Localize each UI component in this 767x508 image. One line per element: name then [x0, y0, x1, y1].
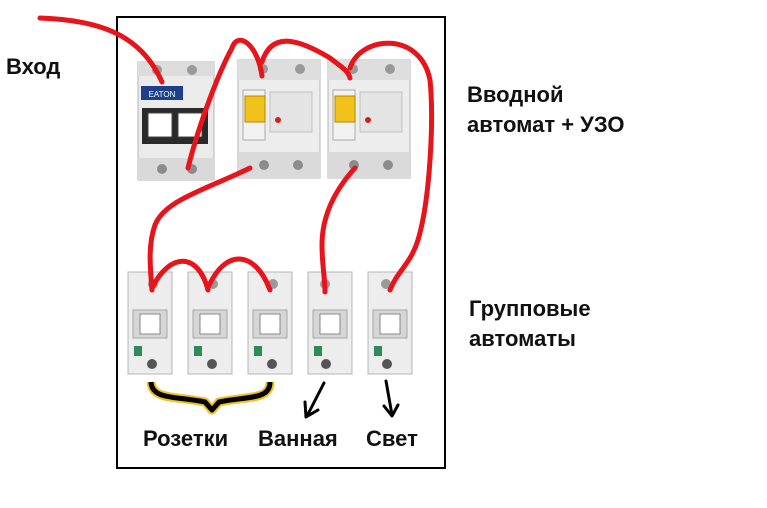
- group-breakers-label-line2: автоматы: [469, 326, 576, 351]
- group-breakers-label-line1: Групповые: [469, 296, 591, 321]
- wire-rcbo1-to-sockets: [147, 165, 253, 293]
- wire-socket-jumper-2: [205, 256, 273, 293]
- main-device-label-line2: автомат + УЗО: [467, 112, 625, 137]
- wire-rcbo1-to-rcbo2: [259, 38, 353, 81]
- wire-input: [37, 15, 165, 85]
- wire-rcbo2-to-bath: [319, 165, 358, 295]
- output-label-light: Свет: [366, 426, 418, 451]
- rcbo-2-toggle: [334, 95, 356, 123]
- wires: [37, 15, 434, 295]
- input-label: Вход: [6, 54, 61, 79]
- output-label-sockets: Розетки: [143, 426, 229, 451]
- wire-socket-jumper-1: [149, 258, 211, 293]
- group-breaker-4: [307, 271, 353, 375]
- wire-rcbo2-bridge: [347, 40, 434, 293]
- brand-plate: [141, 86, 183, 100]
- arrow-bath: [303, 381, 326, 419]
- rcbo-1-toggle: [244, 95, 266, 123]
- brand-text: EATON: [149, 90, 176, 99]
- wire-main-to-rcbo1: [185, 37, 265, 171]
- arrow-light: [382, 379, 400, 418]
- enclosure-outline: [116, 16, 446, 469]
- toggle-lever-left: [147, 112, 173, 138]
- main-device-label-line1: Вводной: [467, 82, 564, 107]
- output-arrows: [303, 379, 400, 419]
- sockets-brace-inner: [148, 381, 273, 413]
- rcbo-1: [237, 59, 321, 179]
- output-label-bathroom: Ванная: [258, 426, 338, 451]
- group-breaker-3: [247, 271, 293, 375]
- rcbo-2: [327, 59, 411, 179]
